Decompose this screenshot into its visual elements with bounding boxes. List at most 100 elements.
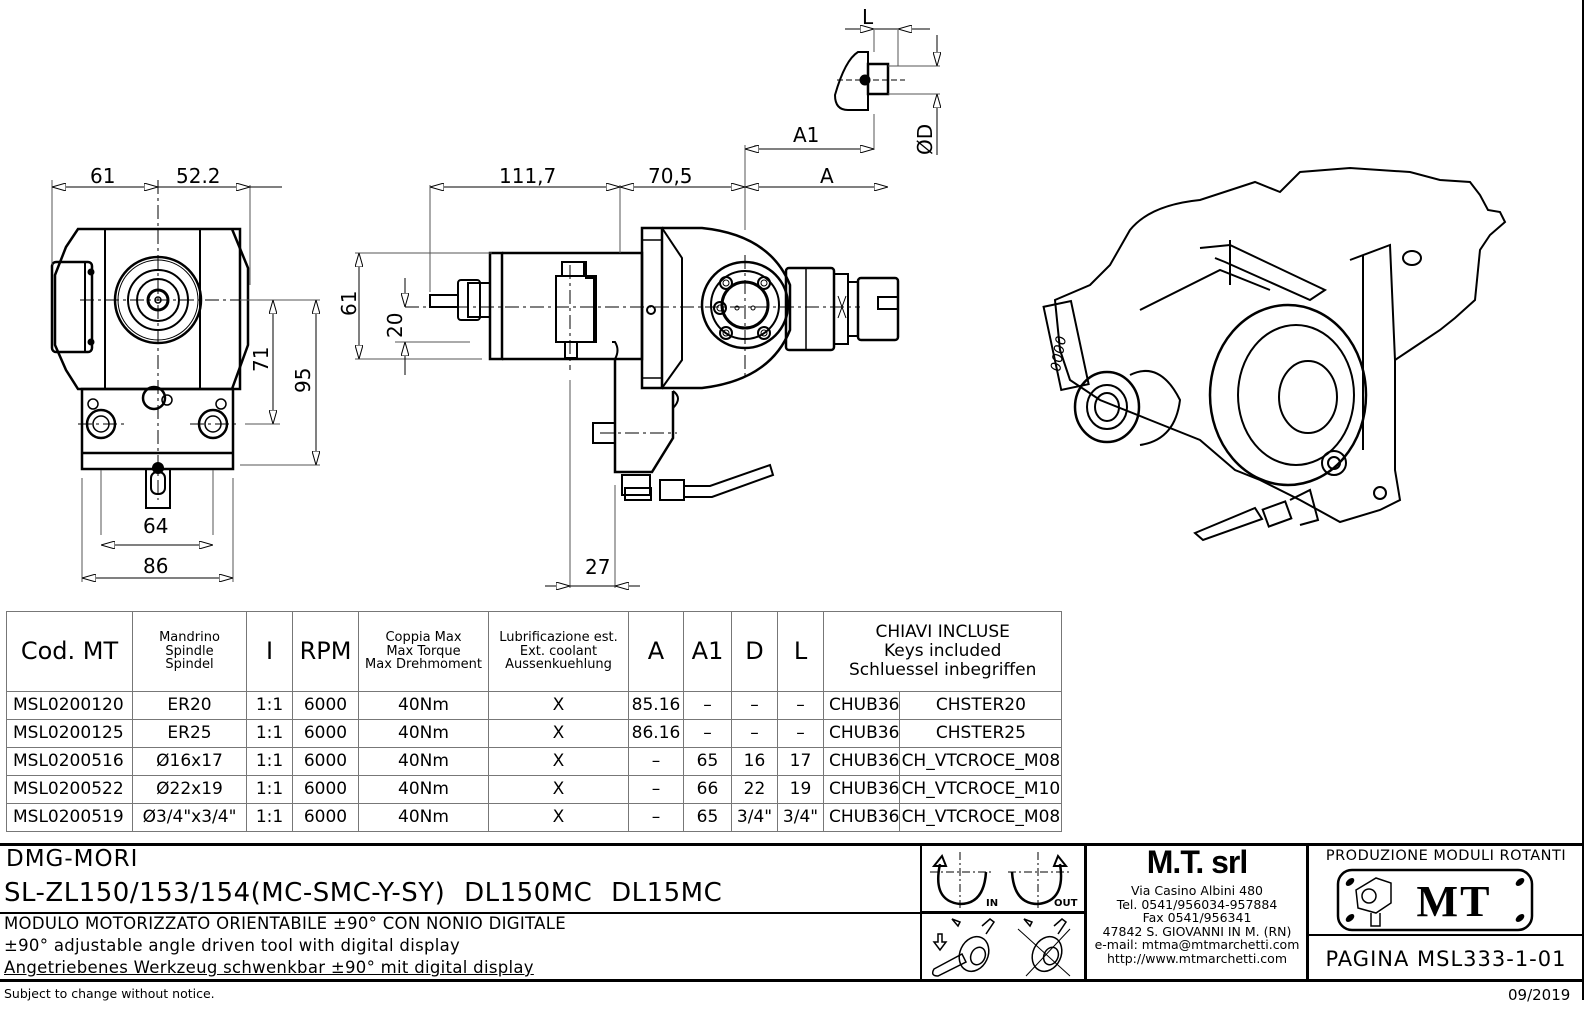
cell-torque: 40Nm [358, 775, 489, 804]
dim-front-61: 61 [90, 164, 115, 188]
title-vline-2 [1084, 843, 1087, 981]
header-d: D [731, 611, 778, 692]
dim-side-27: 27 [585, 555, 610, 579]
table-row: MSL0200522 Ø22x19 1:1 6000 40Nm X – 66 2… [6, 775, 1063, 804]
key-usage-icons [931, 918, 1071, 977]
cell-spindle: ER25 [132, 719, 247, 748]
dim-front-64: 64 [143, 514, 168, 538]
header-keys-de: Schluessel inbegriffen [849, 660, 1037, 680]
title-vline-3 [1306, 843, 1309, 981]
cell-rpm: 6000 [292, 719, 359, 748]
description-german: Angetriebenes Werkzeug schwenkbar ±90° m… [4, 958, 534, 977]
dim-side-20: 20 [383, 313, 407, 338]
page-divider [1307, 934, 1584, 936]
cell-key1: CHUB36 [822, 747, 901, 776]
logo-text: MT [1417, 877, 1492, 926]
header-coolant: Lubrificazione est. Ext. coolant Aussenk… [488, 611, 629, 692]
company-city: 47842 S. GIOVANNI IN M. (RN) [1102, 923, 1292, 939]
spec-table: Cod. MT Mandrino Spindle Spindel I RPM C… [6, 611, 1063, 832]
cell-d: – [731, 719, 778, 748]
cell-key2: CHSTER20 [899, 691, 1063, 720]
cell-rpm: 6000 [292, 747, 359, 776]
wrench-wrong-icon [1017, 918, 1071, 977]
cell-d: 16 [731, 747, 778, 776]
rotation-out-arc [1010, 863, 1063, 906]
icon-divider [920, 911, 1085, 914]
table-row: MSL0200120 ER20 1:1 6000 40Nm X 85.16 – … [6, 691, 1063, 720]
title-block-bottom-border [0, 979, 1584, 982]
title-vline-4 [1582, 843, 1584, 981]
header-l: L [777, 611, 824, 692]
header-torque-it: Coppia Max [385, 630, 462, 646]
dim-front-95: 95 [291, 368, 315, 393]
company-tel: Tel. 0541/956034-957884 [1116, 896, 1278, 912]
header-cod: Cod. MT [6, 611, 133, 692]
company-website[interactable]: http://www.mtmarchetti.com [1107, 950, 1287, 966]
revision-date: 09/2019 [1508, 986, 1571, 1004]
rotation-in-arc [937, 863, 988, 906]
cell-a1: 66 [683, 775, 732, 804]
header-a: A [628, 611, 684, 692]
dim-side-61: 61 [337, 291, 361, 316]
company-info: Via Casino Albini 480 Tel. 0541/956034-9… [1087, 884, 1307, 965]
cell-torque: 40Nm [358, 747, 489, 776]
cell-a: – [628, 775, 684, 804]
cell-key2: CH_VTCROCE_M10 [899, 775, 1063, 804]
key-detail [745, 29, 940, 155]
dim-front-71: 71 [249, 347, 273, 372]
header-torque-de: Max Drehmoment [365, 657, 482, 673]
cell-a1: – [683, 691, 732, 720]
dim-key-L: L [862, 5, 874, 29]
cell-cod: MSL0200522 [6, 775, 133, 804]
front-view [50, 180, 320, 582]
cell-key1: CHUB36 [822, 775, 901, 804]
logo-module-icon [1355, 877, 1392, 927]
header-keys: CHIAVI INCLUSE Keys included Schluessel … [822, 611, 1063, 692]
title-block-top-border [0, 843, 1584, 846]
cell-spindle: Ø22x19 [132, 775, 247, 804]
header-spindle-it: Mandrino [159, 630, 220, 646]
header-torque: Coppia Max Max Torque Max Drehmoment [358, 611, 489, 692]
cell-a: 85.16 [628, 691, 684, 720]
cell-ratio: 1:1 [246, 719, 293, 748]
header-spindle-de: Spindel [165, 657, 214, 673]
cell-key1: CHUB36 [822, 691, 901, 720]
cell-d: 3/4" [731, 803, 778, 832]
description-english: ±90° adjustable angle driven tool with d… [4, 936, 461, 955]
cell-l: 19 [777, 775, 824, 804]
cell-cod: MSL0200519 [6, 803, 133, 832]
header-keys-en: Keys included [883, 641, 1002, 661]
page-number: PAGINA MSL333-1-01 [1325, 947, 1567, 971]
description-italian: MODULO MOTORIZZATO ORIENTABILE ±90° CON … [4, 914, 566, 933]
wrench-correct-icon [931, 918, 996, 977]
cell-rpm: 6000 [292, 803, 359, 832]
company-address: Via Casino Albini 480 [1131, 883, 1263, 898]
rotation-in-arrow-icon [931, 854, 948, 867]
dim-key-A1: A1 [793, 123, 819, 147]
header-keys-it: CHIAVI INCLUSE [875, 622, 1010, 642]
cell-spindle: Ø3/4"x3/4" [132, 803, 247, 832]
cell-a: – [628, 803, 684, 832]
header-spindle: Mandrino Spindle Spindel [132, 611, 247, 692]
cell-l: 17 [777, 747, 824, 776]
cell-cod: MSL0200120 [6, 691, 133, 720]
cell-spindle: ER20 [132, 691, 247, 720]
header-ratio: I [246, 611, 293, 692]
cell-rpm: 6000 [292, 775, 359, 804]
cell-coolant: X [488, 775, 629, 804]
company-fax: Fax 0541/956341 [1142, 910, 1252, 925]
rotation-direction-icons: IN OUT [930, 852, 1078, 909]
title-divider-1 [0, 912, 920, 914]
cell-coolant: X [488, 691, 629, 720]
cell-coolant: X [488, 803, 629, 832]
rotation-out-label: OUT [1054, 898, 1078, 909]
isometric-view: 0000 [1042, 166, 1507, 542]
company-email[interactable]: e-mail: mtma@mtmarchetti.com [1094, 937, 1300, 952]
svg-text:0000: 0000 [1048, 335, 1070, 373]
cell-l: 3/4" [777, 803, 824, 832]
dim-front-52-2: 52.2 [176, 164, 221, 188]
rotation-in-label: IN [986, 898, 998, 909]
dim-side-A: A [820, 164, 834, 188]
dim-side-70-5: 70,5 [648, 164, 693, 188]
